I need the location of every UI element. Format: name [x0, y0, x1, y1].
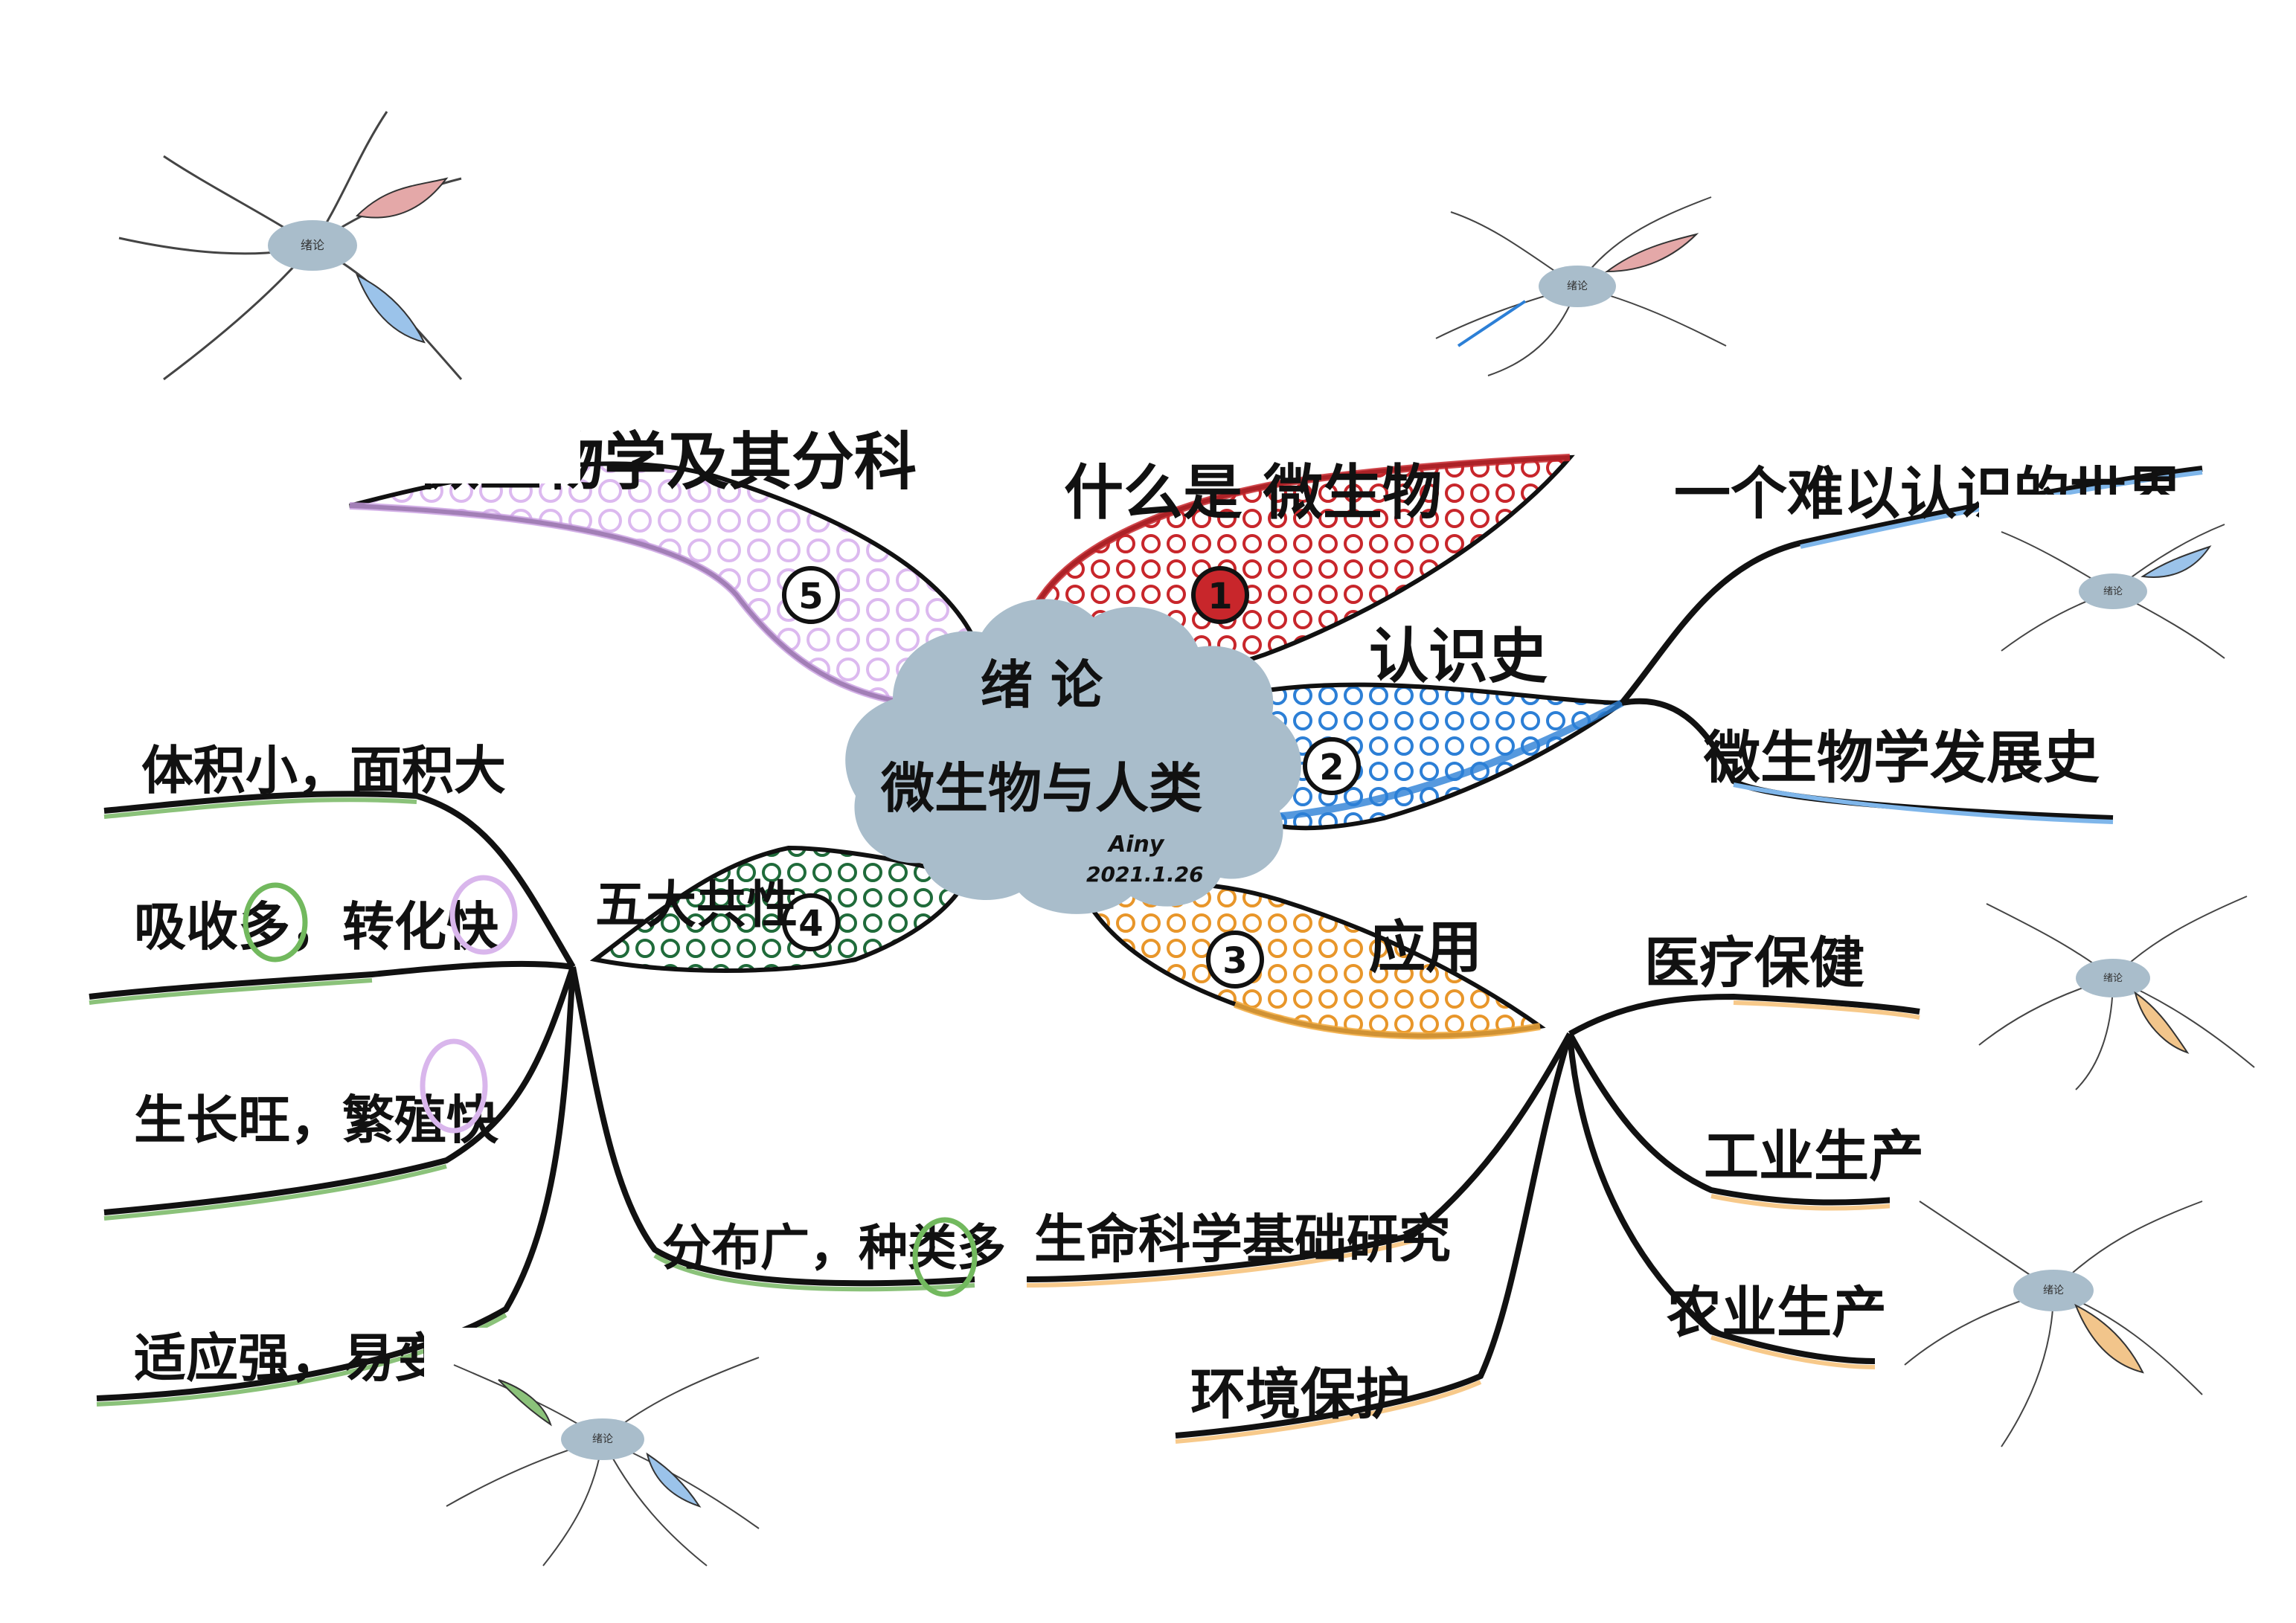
branch-3-label: 应用	[1369, 914, 1482, 980]
branch-3-sub-3: 农业生产	[1667, 1281, 1887, 1345]
thumbnail-3b-title: 绪论	[2043, 1285, 2064, 1296]
center-title: 绪 论	[981, 655, 1103, 716]
branch-3-sub-1: 医疗保健	[1644, 931, 1864, 995]
branch-1-number: 1	[1208, 576, 1232, 617]
thumbnail-5-title: 绪论	[301, 238, 324, 252]
branch-2-label: 认识史	[1369, 622, 1548, 691]
branch-2: 2 认识史 一个难以认识的世界 微生物学发展史	[1216, 460, 2203, 831]
highlight-circle	[243, 882, 308, 962]
branch-4-number-badge	[782, 893, 840, 951]
thumbnail-1-title: 绪论	[1567, 280, 1588, 292]
thumbnail-branch-2: 绪论	[1979, 495, 2247, 688]
branch-3-number-badge	[1206, 931, 1264, 989]
thumbnail-3-title: 绪论	[2103, 973, 2123, 984]
thumbnail-branch-1: 绪论	[1414, 152, 1756, 398]
branch-3-sub-2: 工业生产	[1704, 1125, 1924, 1189]
branch-4: 4 五大共性 体积小，面积大 吸收多，转化快 生长旺，繁殖快 适应强，易变异 分…	[89, 740, 1006, 1407]
branch-4-leaf	[589, 845, 971, 973]
highlight-circle	[912, 1217, 978, 1297]
branch-3-sub-5: 生命科学基础研究	[1034, 1209, 1451, 1270]
branch-5-number-badge	[782, 566, 840, 624]
branch-4-sub-2: 吸收多，转化快	[134, 896, 499, 957]
branch-4-sub-3: 生长旺，繁殖快	[134, 1090, 499, 1151]
branch-2-number: 2	[1319, 747, 1344, 788]
branch-2-number-badge	[1303, 737, 1361, 795]
center-cloud: 绪 论 微生物与人类 Ainy 2021.1.26	[845, 599, 1301, 914]
thumbnail-branch-5: 绪论	[74, 67, 580, 483]
branch-5-leaf	[349, 461, 981, 706]
branch-3: 3 应用 医疗保健 工业生产 农业生产 环境保护 生命科学基础研究	[1026, 881, 1924, 1444]
highlight-circle	[449, 875, 518, 955]
branch-4-number: 4	[798, 903, 823, 945]
thumbnail-branch-4: 绪论	[424, 1328, 781, 1581]
thumbnail-4-title: 绪论	[592, 1433, 613, 1445]
signature: Ainy	[1107, 832, 1165, 858]
thumbnail-branch-3: 绪论	[1964, 859, 2262, 1105]
branch-2-sub-1-line	[1619, 466, 2203, 705]
branch-3-number: 3	[1222, 940, 1247, 982]
branch-4-sub-5: 分布广，种类多	[662, 1219, 1006, 1276]
center-subtitle: 微生物与人类	[880, 757, 1202, 820]
branch-3-sub-4: 环境保护	[1190, 1363, 1411, 1427]
branch-1-number-badge	[1191, 566, 1249, 624]
branch-4-label: 五大共性	[595, 876, 798, 935]
branch-2-sub-2: 微生物学发展史	[1703, 724, 2100, 791]
thumbnail-branch-3-detail: 绪论	[1890, 1157, 2232, 1469]
highlight-circle	[420, 1038, 488, 1134]
branch-4-sub-1: 体积小，面积大	[141, 740, 506, 801]
branch-1-label: 什么是 微生物	[1064, 458, 1442, 527]
branch-5-number: 5	[798, 576, 823, 617]
signature-date: 2021.1.26	[1086, 862, 1204, 887]
center-cloud-shape	[845, 599, 1301, 914]
thumbnail-2-title: 绪论	[2103, 586, 2123, 597]
